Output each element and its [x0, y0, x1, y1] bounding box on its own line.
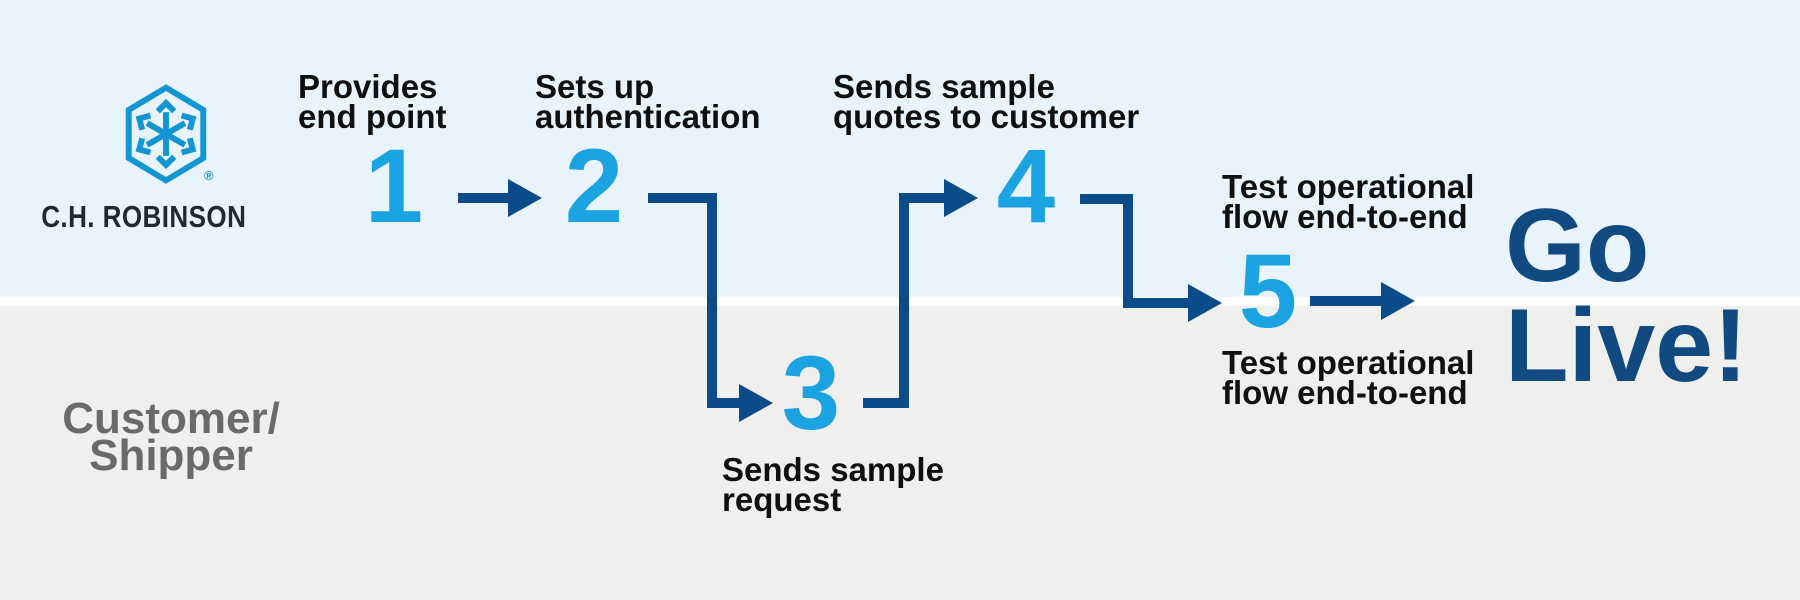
go-live-text: Go Live! — [1505, 188, 1748, 404]
brand-wordmark: C.H. ROBINSON — [41, 199, 247, 234]
step-4-label: Sends sample quotes to customer — [833, 68, 1140, 135]
step-2-number: 2 — [564, 128, 624, 245]
registered-trademark: ® — [204, 168, 214, 183]
customer-lane-label: Customer/ Shipper — [62, 394, 280, 480]
step-1-label: Provides end point — [298, 68, 447, 135]
step-4-number: 4 — [996, 128, 1056, 245]
step-5-label-below: Test operational flow end-to-end — [1222, 344, 1475, 411]
ch-robinson-logo-icon — [125, 84, 207, 184]
step-2-label: Sets up authentication — [535, 68, 761, 135]
step-1-number: 1 — [364, 128, 424, 245]
step-5-number: 5 — [1238, 233, 1298, 350]
step-3-label: Sends sample request — [722, 451, 944, 518]
step-3-number: 3 — [781, 335, 841, 452]
step-5-label-above: Test operational flow end-to-end — [1222, 168, 1475, 235]
